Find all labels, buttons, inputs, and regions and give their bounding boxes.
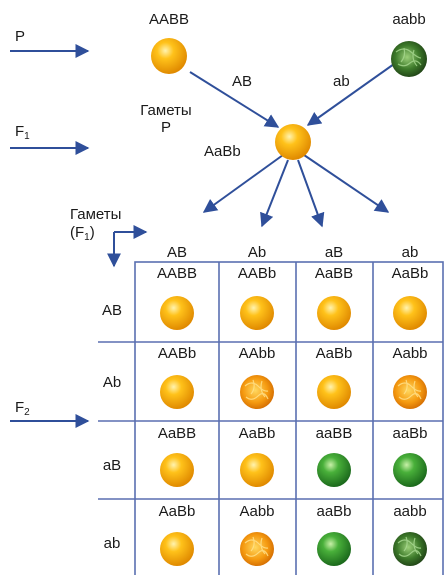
cell-genotype-r1-c3: AaBB: [314, 265, 354, 282]
row-header-1: AB: [101, 302, 123, 319]
pea-r4-c1-yellow-smooth: [160, 532, 194, 566]
cell-genotype-r2-c3: AaBb: [315, 345, 353, 362]
arrow-f1-to-ab-col1: [202, 154, 284, 213]
label-generation-f1: F1: [15, 123, 30, 142]
cell-genotype-r1-c4: AaBb: [391, 265, 429, 282]
pea-r1-c4-yellow-smooth: [393, 296, 427, 330]
cell-genotype-r3-c2: AaBb: [238, 425, 276, 442]
arrow-gamete-right: [306, 63, 395, 126]
row-header-3: aB: [102, 457, 122, 474]
cell-genotype-r1-c1: AABB: [156, 265, 198, 282]
arrow-f1-to-ab-col4: [303, 154, 390, 213]
cell-genotype-r3-c4: aaBb: [392, 425, 428, 442]
column-header-4: ab: [401, 244, 419, 261]
gametes-f1-title-line1: Гаметы: [70, 206, 122, 223]
cell-genotype-r4-c4: aabb: [393, 503, 427, 520]
cell-genotype-r1-c2: AABb: [237, 265, 277, 282]
gametes-p-title-line1: Гаметы: [140, 102, 192, 119]
label-generation-p: P: [15, 28, 26, 45]
punnett-peas: [160, 296, 427, 566]
f1-genotype: AaBb: [204, 143, 241, 160]
pea-r4-c4-green-wrinkled: [393, 532, 427, 566]
cell-genotype-r3-c3: aaBB: [315, 425, 353, 442]
gametes-f1-title: Гаметы (F1): [70, 206, 121, 244]
pea-r3-c3-green-smooth: [317, 453, 351, 487]
parent-right-genotype: aabb: [392, 11, 426, 28]
pea-parent-yellow-smooth: [151, 38, 187, 74]
pea-r3-c4-green-smooth: [393, 453, 427, 487]
label-generation-f2-main: F: [15, 399, 25, 416]
pea-parent-green-wrinkled: [391, 41, 427, 77]
pea-r4-c2-yellow-wrinkled: [240, 532, 274, 566]
pea-r1-c1-yellow-smooth: [160, 296, 194, 330]
parent-left-genotype: AABB: [148, 11, 190, 28]
pea-r3-c2-yellow-smooth: [240, 453, 274, 487]
cell-genotype-r4-c1: AaBb: [158, 503, 196, 520]
pea-r2-c2-yellow-wrinkled: [240, 375, 274, 409]
cell-genotype-r4-c2: Aabb: [239, 503, 275, 520]
gamete-p-right: ab: [333, 73, 350, 90]
arrow-gamete-left: [189, 71, 280, 128]
gametes-p-title: Гаметы P: [140, 102, 191, 136]
pea-r1-c2-yellow-smooth: [240, 296, 274, 330]
punnett-grid: [98, 261, 444, 575]
column-header-2: Ab: [247, 244, 267, 261]
cell-genotype-r2-c4: Aabb: [392, 345, 428, 362]
arrow-f1-to-ab-col3: [297, 159, 325, 228]
label-generation-f1-main: F: [15, 123, 25, 140]
pea-r2-c4-yellow-wrinkled: [393, 375, 427, 409]
label-generation-f2: F2: [15, 399, 30, 418]
row-header-4: ab: [103, 535, 121, 552]
arrow-f1-to-ab-col2: [260, 159, 289, 228]
row-header-2: Ab: [102, 374, 122, 391]
column-header-1: AB: [166, 244, 188, 261]
cell-genotype-r3-c1: AaBB: [157, 425, 197, 442]
cell-genotype-r2-c1: AABb: [157, 345, 197, 362]
gamete-p-left: AB: [232, 73, 253, 90]
gametes-p-title-line2: P: [160, 119, 171, 136]
pea-r2-c1-yellow-smooth: [160, 375, 194, 409]
gametes-f1-title-line2: (F1): [70, 224, 95, 243]
pea-f1-yellow-smooth: [275, 124, 311, 160]
label-generation-f2-sub: 2: [24, 407, 30, 418]
pea-r3-c1-yellow-smooth: [160, 453, 194, 487]
label-generation-f1-sub: 1: [24, 131, 30, 142]
pea-r4-c3-green-smooth: [317, 532, 351, 566]
pea-r1-c3-yellow-smooth: [317, 296, 351, 330]
cell-genotype-r2-c2: AAbb: [238, 345, 276, 362]
column-header-3: aB: [324, 244, 344, 261]
cell-genotype-r4-c3: aaBb: [316, 503, 352, 520]
pea-r2-c3-yellow-smooth: [317, 375, 351, 409]
